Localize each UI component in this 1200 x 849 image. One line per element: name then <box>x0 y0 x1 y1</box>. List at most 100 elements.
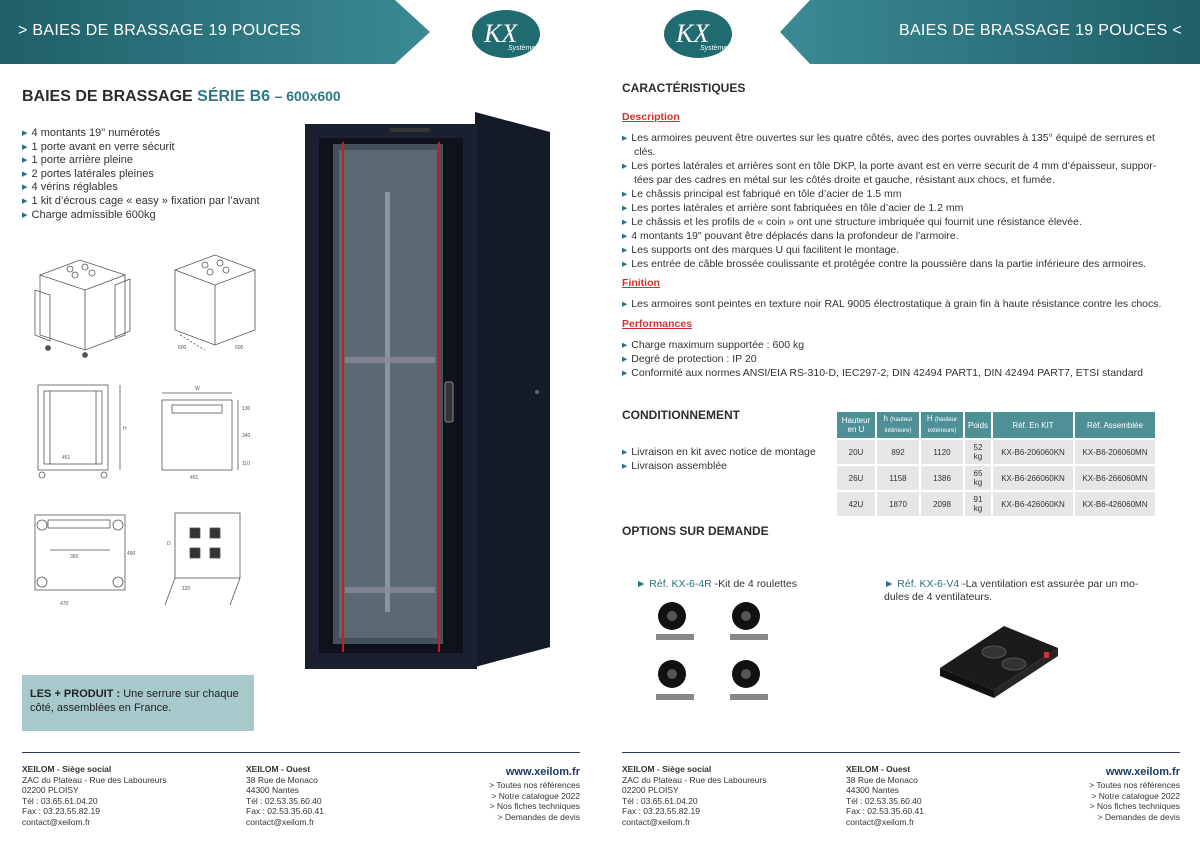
caster-icon <box>730 660 768 700</box>
option-ref: ► Réf. KX-6-4R <box>636 578 712 590</box>
column-header: Réf. En KIT <box>993 412 1074 438</box>
list-item: 1 kit d’écrous cage « easy » fixation pa… <box>22 195 260 209</box>
title-part1: BAIES DE BRASSAGE <box>22 88 193 105</box>
list-item: Charge maximum supportée : 600 kg <box>622 338 1170 352</box>
list-item: 2 portes latérales pleines <box>22 168 260 182</box>
link-references[interactable]: > Toutes nos références <box>1089 780 1180 790</box>
fan-tray-drawing: D 120 <box>164 512 241 606</box>
list-item: Degré de protection : IP 20 <box>622 352 1170 366</box>
svg-text:490: 490 <box>127 551 136 557</box>
email-link[interactable]: contact@xeilom.fr <box>246 816 315 827</box>
title-part2: SÉRIE B6 <box>197 88 271 105</box>
footer-divider <box>622 752 1180 753</box>
list-item: Les armoires peuvent être ouvertes sur l… <box>622 131 1170 159</box>
svg-text:H: H <box>123 426 127 432</box>
svg-text:451: 451 <box>62 455 71 461</box>
list-item: 1 porte avant en verre sécurit <box>22 141 260 155</box>
table-header-row: Hauteur en U h (hauteur intérieure) H (h… <box>837 412 1156 438</box>
caster-icon <box>656 660 694 700</box>
list-item: Charge admissible 600kg <box>22 209 260 223</box>
list-item: 4 vérins réglables <box>22 181 260 195</box>
email-link[interactable]: contact@xeilom.fr <box>22 816 91 827</box>
svg-text:120: 120 <box>182 586 191 592</box>
title-part3: – 600x600 <box>274 88 341 104</box>
cabinet-image <box>305 112 550 669</box>
assembled-view-drawing: 600 600 <box>173 254 257 351</box>
footer-links: > Toutes nos références > Notre catalogu… <box>1089 780 1180 822</box>
column-header: Poids <box>965 412 992 438</box>
svg-text:W: W <box>195 386 200 392</box>
list-item: 1 porte arrière pleine <box>22 154 260 168</box>
svg-text:130: 130 <box>242 406 251 412</box>
link-catalogue[interactable]: > Notre catalogue 2022 <box>491 790 580 801</box>
feature-list: 4 montants 19" numérotés 1 porte avant e… <box>22 127 260 222</box>
list-item: Les supports ont des marques U qui facil… <box>622 243 1170 257</box>
footer-ouest: XEILOM - Ouest 38 Rue de Monaco 44300 Na… <box>246 764 324 827</box>
conditionnement-list: Livraison en kit avec notice de montage … <box>622 445 832 473</box>
list-item: Livraison assemblée <box>622 459 832 473</box>
email-link[interactable]: contact@xeilom.fr <box>622 816 691 827</box>
footer-divider <box>22 752 580 753</box>
caster-icon <box>730 602 768 640</box>
link-fiches[interactable]: > Nos fiches techniques <box>1089 801 1180 812</box>
website-link[interactable]: www.xeilom.fr <box>505 766 580 778</box>
footer-siege: XEILOM - Siège social ZAC du Plateau - R… <box>622 764 767 827</box>
finition-label: Finition <box>622 277 660 289</box>
column-header: h (hauteur intérieure) <box>877 412 919 438</box>
svg-text:D: D <box>167 541 171 547</box>
svg-text:110: 110 <box>242 461 250 467</box>
link-catalogue[interactable]: > Notre catalogue 2022 <box>1091 790 1180 801</box>
link-devis[interactable]: > Demandes de devis <box>1097 811 1180 822</box>
kx-logo-icon: KX Système <box>472 10 540 58</box>
list-item: Conformité aux normes ANSI/EIA RS-310-D,… <box>622 366 1170 380</box>
caster-icon <box>656 602 694 640</box>
list-item: Livraison en kit avec notice de montage <box>622 445 832 459</box>
performances-list: Charge maximum supportée : 600 kg Degré … <box>622 338 1170 380</box>
footer-links: > Toutes nos références > Notre catalogu… <box>489 780 580 822</box>
svg-text:600: 600 <box>235 345 244 351</box>
svg-text:470: 470 <box>60 601 69 607</box>
right-page: BAIES DE BRASSAGE 19 POUCES < KX Système… <box>600 0 1200 849</box>
top-section-drawing: W 130 340 110 451 <box>161 386 251 481</box>
list-item: Les portes latérales et arrières sont en… <box>622 159 1170 187</box>
option-casters: ► Réf. KX-6-4R -Kit de 4 roulettes <box>636 578 797 590</box>
fan-module-image <box>940 626 1058 698</box>
header-title: BAIES DE BRASSAGE 19 POUCES < <box>898 22 1182 39</box>
list-item: Les portes latérales et arrière sont fab… <box>622 201 1170 215</box>
link-devis[interactable]: > Demandes de devis <box>497 811 580 822</box>
page-title: BAIES DE BRASSAGE SÉRIE B6 – 600x600 <box>22 88 341 106</box>
casters-image <box>656 602 768 700</box>
website-link[interactable]: www.xeilom.fr <box>1105 766 1180 778</box>
email-link[interactable]: contact@xeilom.fr <box>846 816 915 827</box>
logo-letters: KX <box>483 19 518 48</box>
column-header: H (hauteur extérieure) <box>921 412 963 438</box>
technical-drawings: 600 600 H 451 W 130 340 110 451 <box>34 254 257 607</box>
description-list: Les armoires peuvent être ouvertes sur l… <box>622 131 1170 271</box>
option-ventilation: ► Réf. KX-6-V4 -La ventilation est assur… <box>884 578 1139 603</box>
column-header: Réf. Assemblée <box>1075 412 1156 438</box>
bottom-view-drawing: 350 470 490 <box>34 514 136 607</box>
left-page: > BAIES DE BRASSAGE 19 POUCES KX Système… <box>0 0 600 849</box>
finition-list: Les armoires sont peintes en texture noi… <box>622 297 1170 311</box>
svg-text:Système: Système <box>700 45 727 52</box>
svg-text:340: 340 <box>242 433 251 439</box>
list-item: Le châssis principal est fabriqué en tôl… <box>622 187 1170 201</box>
exploded-view-drawing <box>34 259 131 358</box>
svg-text:350: 350 <box>70 554 79 560</box>
performances-label: Performances <box>622 318 693 330</box>
highlight-label: LES + PRODUIT : <box>30 688 121 700</box>
reference-table: Hauteur en U h (hauteur intérieure) H (h… <box>835 410 1157 518</box>
svg-text:600: 600 <box>178 345 187 351</box>
section-title: CONDITIONNEMENT <box>622 408 740 422</box>
section-title: OPTIONS SUR DEMANDE <box>622 524 769 538</box>
option-ref: ► Réf. KX-6-V4 <box>884 578 960 590</box>
description-label: Description <box>622 111 680 123</box>
list-item: 4 montants 19" pouvant être déplacés dan… <box>622 229 1170 243</box>
link-fiches[interactable]: > Nos fiches techniques <box>489 801 580 812</box>
link-references[interactable]: > Toutes nos références <box>489 780 580 790</box>
header-title: > BAIES DE BRASSAGE 19 POUCES <box>18 22 302 39</box>
column-header: Hauteur en U <box>837 412 875 438</box>
